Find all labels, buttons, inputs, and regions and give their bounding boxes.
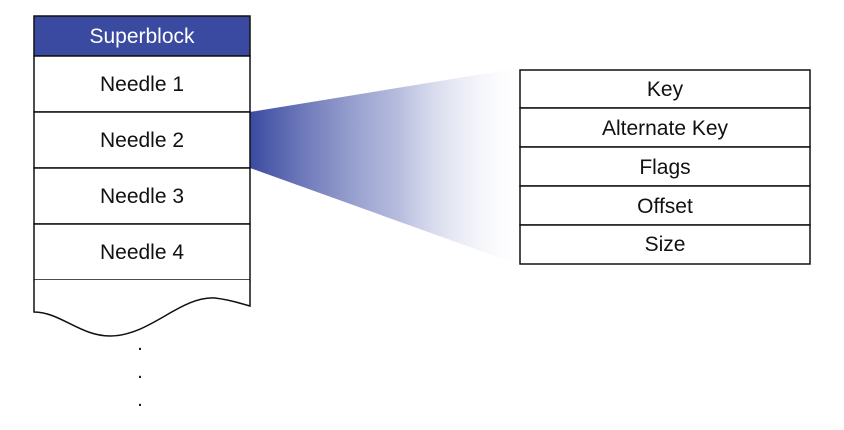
field-cell-size xyxy=(519,224,811,265)
superblock-cell xyxy=(33,15,251,57)
zoom-beam xyxy=(250,68,520,265)
field-label-flags: Flags xyxy=(639,156,690,179)
continuation-dot-1: . xyxy=(137,333,143,355)
needle-cell-2 xyxy=(33,111,251,169)
field-cell-flags xyxy=(519,146,811,187)
needle-cell-1 xyxy=(33,55,251,113)
field-label-offset: Offset xyxy=(637,195,693,218)
needle-detail-table: Key Alternate Key Flags Offset Size xyxy=(519,69,811,265)
needle-cell-3 xyxy=(33,167,251,225)
continuation-dot-3: . xyxy=(137,389,143,411)
needle-label-1: Needle 1 xyxy=(100,73,184,96)
torn-bottom xyxy=(33,280,251,337)
field-label-size: Size xyxy=(645,233,686,256)
continuation-dot-2: . xyxy=(137,361,143,383)
field-label-key: Key xyxy=(647,78,684,101)
volume-file: Superblock Needle 1 Needle 2 Needle 3 Ne… xyxy=(33,15,251,337)
needle-label-2: Needle 2 xyxy=(100,129,184,152)
superblock-label: Superblock xyxy=(89,25,195,48)
needle-label-3: Needle 3 xyxy=(100,185,184,208)
field-label-alternate-key: Alternate Key xyxy=(602,117,729,140)
field-cell-key xyxy=(519,69,811,109)
needle-label-4: Needle 4 xyxy=(100,241,184,264)
